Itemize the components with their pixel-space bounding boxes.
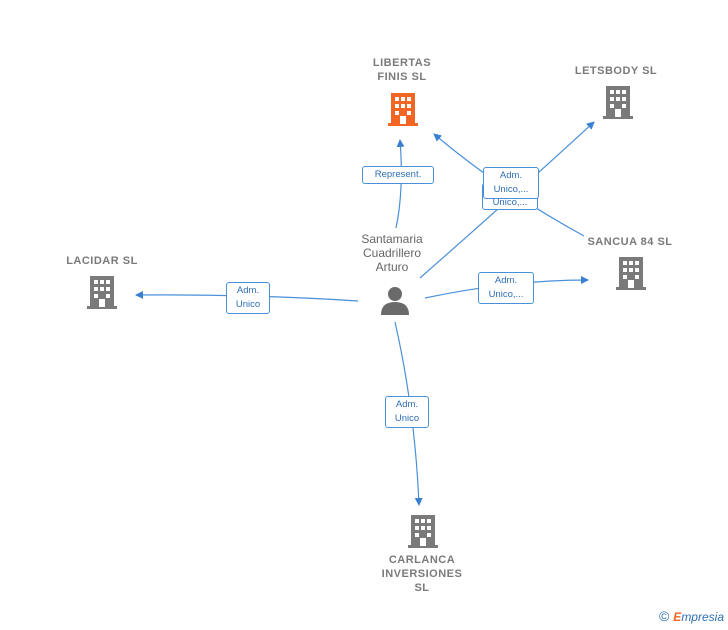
company-name-carlanca[interactable]: CARLANCA INVERSIONES SL — [362, 553, 482, 595]
company-name-line: LACIDAR SL — [66, 255, 138, 267]
building-icon[interactable] — [408, 513, 440, 549]
company-name-libertas[interactable]: LIBERTAS FINIS SL — [352, 56, 452, 84]
copyright-symbol: © — [658, 608, 670, 624]
relation-label-line: Unico — [394, 413, 420, 424]
relation-label-line: Adm. — [395, 399, 419, 410]
person-name-line: Santamaria — [361, 232, 423, 246]
person-name-line: Arturo — [375, 260, 409, 274]
relation-label-letsbody[interactable]: Adm. Unico,... — [483, 167, 539, 199]
relation-label-line: Adm. — [494, 275, 518, 286]
company-name-line: INVERSIONES — [381, 568, 463, 580]
company-name-line: SANCUA 84 SL — [587, 236, 673, 248]
company-name-line: SL — [414, 582, 430, 594]
company-name-letsbody[interactable]: LETSBODY SL — [566, 64, 666, 78]
edge-libertas — [395, 139, 405, 229]
relation-label-line: Adm. — [236, 285, 260, 296]
company-name-line: CARLANCA — [388, 554, 456, 566]
building-icon[interactable] — [87, 274, 119, 310]
relation-label-carlanca[interactable]: Adm. Unico — [385, 396, 429, 428]
relation-label-line: Adm. — [499, 170, 523, 181]
relation-label-line: Unico,... — [493, 184, 529, 195]
relation-label-line: Unico,... — [488, 289, 524, 300]
relation-label-line: Unico,... — [492, 197, 528, 208]
brand-logo-initial: E — [673, 610, 682, 624]
building-icon[interactable] — [616, 255, 648, 291]
relation-label-sancua[interactable]: Adm. Unico,... — [478, 272, 534, 304]
person-name[interactable]: Santamaria Cuadrillero Arturo — [342, 232, 442, 274]
company-name-lacidar[interactable]: LACIDAR SL — [52, 254, 152, 268]
building-icon[interactable] — [388, 91, 420, 127]
company-name-line: LIBERTAS — [372, 57, 432, 69]
person-name-line: Cuadrillero — [362, 246, 422, 260]
company-name-sancua[interactable]: SANCUA 84 SL — [575, 235, 685, 249]
company-name-line: LETSBODY SL — [574, 65, 658, 77]
relation-label-libertas[interactable]: Represent. — [362, 166, 434, 184]
relation-label-line: Unico — [235, 299, 261, 310]
building-icon[interactable] — [603, 84, 635, 120]
person-icon[interactable] — [379, 285, 411, 317]
company-name-line: FINIS SL — [377, 71, 427, 83]
brand-footer[interactable]: ©Empresia — [659, 608, 724, 624]
relation-label-line: Represent. — [374, 169, 422, 180]
brand-logo-text: mpresia — [681, 610, 724, 624]
relation-label-lacidar[interactable]: Adm. Unico — [226, 282, 270, 314]
